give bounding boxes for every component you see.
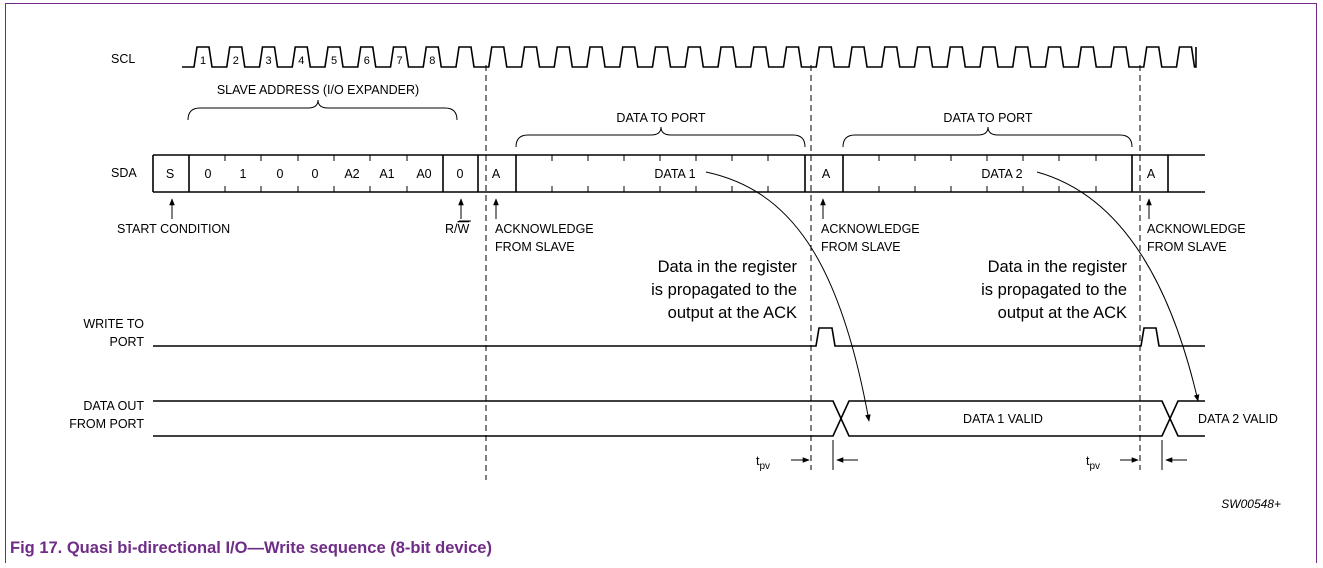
register-note-1-line2: is propagated to the bbox=[651, 281, 797, 299]
data-out-label-line2: FROM PORT bbox=[69, 417, 144, 431]
scl-clock-number: 3 bbox=[265, 55, 271, 67]
ack-label-1-line2: FROM SLAVE bbox=[495, 240, 575, 254]
scl-clock-numbers: 1 2 3 4 5 6 7 8 bbox=[200, 55, 435, 67]
sda-cell: A0 bbox=[416, 167, 431, 181]
start-condition-label: START CONDITION bbox=[117, 222, 230, 236]
scl-waveform bbox=[182, 46, 1197, 68]
sda-cell: 0 bbox=[457, 167, 464, 181]
data-out-label-line1: DATA OUT bbox=[83, 399, 144, 413]
slave-address-brace bbox=[187, 99, 458, 121]
data-to-port-2-brace bbox=[842, 126, 1133, 148]
propagation-arrow-1 bbox=[705, 171, 871, 422]
register-note-2-line3: output at the ACK bbox=[998, 304, 1127, 322]
sda-cell: A2 bbox=[344, 167, 359, 181]
sda-cell: 0 bbox=[205, 167, 212, 181]
sda-ack-cell: A bbox=[822, 167, 831, 181]
register-note-2-line2: is propagated to the bbox=[981, 281, 1127, 299]
figure-caption: Fig 17. Quasi bi-directional I/O—Write s… bbox=[10, 539, 492, 557]
data-out-waveform-upper bbox=[153, 400, 1205, 437]
write-to-port-label-line1: WRITE TO bbox=[83, 317, 144, 331]
scl-clock-number: 4 bbox=[298, 55, 304, 67]
scl-label: SCL bbox=[111, 52, 135, 66]
ack-label-1-line1: ACKNOWLEDGE bbox=[495, 222, 594, 236]
data-2-valid-label: DATA 2 VALID bbox=[1198, 412, 1278, 426]
ack-label-2-line1: ACKNOWLEDGE bbox=[821, 222, 920, 236]
sda-cell: 1 bbox=[240, 167, 247, 181]
scl-clock-number: 8 bbox=[429, 55, 435, 67]
sda-bit-ticks bbox=[224, 155, 1097, 192]
data-to-port-1-label: DATA TO PORT bbox=[616, 111, 706, 125]
sda-cell: 0 bbox=[277, 167, 284, 181]
scl-clock-number: 5 bbox=[331, 55, 337, 67]
sda-label: SDA bbox=[111, 166, 137, 180]
ack-label-3-line1: ACKNOWLEDGE bbox=[1147, 222, 1246, 236]
sda-data-2-label: DATA 2 bbox=[981, 167, 1022, 181]
sda-cell-dividers bbox=[152, 155, 1169, 192]
sda-data-1-label: DATA 1 bbox=[654, 167, 695, 181]
tpv-label-2: tpv bbox=[1086, 454, 1100, 472]
tpv-label-1: tpv bbox=[756, 454, 770, 472]
write-to-port-label-line2: PORT bbox=[110, 335, 145, 349]
scl-clock-number: 2 bbox=[233, 55, 239, 67]
data-to-port-1-brace bbox=[515, 126, 806, 148]
ack-label-2-line2: FROM SLAVE bbox=[821, 240, 901, 254]
write-to-port-waveform bbox=[153, 327, 1205, 347]
register-note-1-line1: Data in the register bbox=[658, 258, 798, 276]
scl-clock-number: 6 bbox=[364, 55, 370, 67]
figure-code: SW00548+ bbox=[1221, 497, 1281, 511]
sda-cell: S bbox=[166, 167, 174, 181]
ack-label-3-line2: FROM SLAVE bbox=[1147, 240, 1227, 254]
data-to-port-2-label: DATA TO PORT bbox=[943, 111, 1033, 125]
scl-clock-number: 7 bbox=[396, 55, 402, 67]
sda-cell: 0 bbox=[312, 167, 319, 181]
scl-clock-number: 1 bbox=[200, 55, 206, 67]
sda-ack-cell: A bbox=[1147, 167, 1156, 181]
register-note-2-line1: Data in the register bbox=[988, 258, 1128, 276]
data-out-waveform-lower bbox=[153, 400, 1205, 437]
data-1-valid-label: DATA 1 VALID bbox=[963, 412, 1043, 426]
slave-address-brace-label: SLAVE ADDRESS (I/O EXPANDER) bbox=[217, 83, 419, 97]
rw-label: R/W bbox=[445, 222, 470, 236]
propagation-arrow-2 bbox=[1036, 171, 1200, 402]
figure-frame bbox=[5, 3, 1317, 563]
register-note-1-line3: output at the ACK bbox=[668, 304, 797, 322]
sda-cell: A1 bbox=[379, 167, 394, 181]
sda-ack-cell: A bbox=[492, 167, 501, 181]
